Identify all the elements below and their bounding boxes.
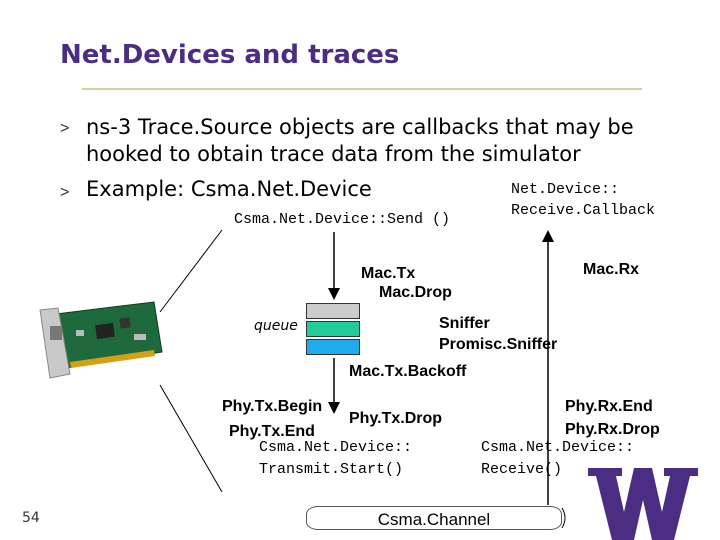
mac-drop-label: Mac.Drop [379, 284, 452, 301]
receive-callback-label-1: Net.Device:: [511, 181, 620, 198]
queue-cell-3 [306, 339, 360, 355]
slide-title: Net.Devices and traces [60, 40, 400, 70]
queue-cell-1 [306, 303, 360, 319]
bullet-1-line-2: hooked to obtain trace data from the sim… [86, 142, 581, 166]
bullet-marker-2: > [60, 184, 70, 201]
phy-tx-begin-label: Phy.Tx.Begin [222, 398, 323, 415]
title-divider [82, 88, 642, 90]
perspective-line-top [159, 229, 223, 313]
phy-tx-drop-label: Phy.Tx.Drop [349, 410, 443, 427]
queue-label: queue [254, 318, 298, 334]
sniffer-label: Sniffer [439, 315, 490, 332]
channel-brace [561, 507, 566, 529]
phy-rx-end-label: Phy.Rx.End [565, 398, 653, 415]
page-number: 54 [22, 510, 40, 526]
receive-label-1: Csma.Net.Device:: [481, 439, 635, 456]
receive-label-2: Receive() [481, 461, 563, 478]
transmit-start-label-1: Csma.Net.Device:: [259, 439, 413, 456]
promisc-sniffer-label: Promisc.Sniffer [439, 336, 558, 353]
phy-rx-drop-label: Phy.Rx.Drop [565, 421, 660, 438]
network-card-image [39, 301, 163, 379]
bullet-2-line-1: Example: Csma.Net.Device [86, 177, 372, 201]
mac-tx-backoff-label: Mac.Tx.Backoff [349, 363, 467, 380]
bullet-1-line-1: ns-3 Trace.Source objects are callbacks … [86, 115, 634, 139]
transmit-start-label-2: Transmit.Start() [259, 461, 404, 478]
send-call-label: Csma.Net.Device::Send () [234, 211, 451, 228]
bullet-marker-1: > [60, 120, 70, 137]
csma-channel-label: Csma.Channel [377, 510, 491, 529]
phy-tx-end-label: Phy.Tx.End [229, 423, 315, 440]
mac-tx-label: Mac.Tx [361, 265, 416, 282]
queue-cell-2 [306, 321, 360, 337]
mac-rx-label: Mac.Rx [583, 261, 640, 278]
university-w-logo [588, 468, 698, 540]
perspective-line-bottom [159, 384, 223, 493]
csma-channel: Csma.Channel [306, 506, 562, 530]
receive-callback-label-2: Receive.Callback [511, 202, 656, 219]
